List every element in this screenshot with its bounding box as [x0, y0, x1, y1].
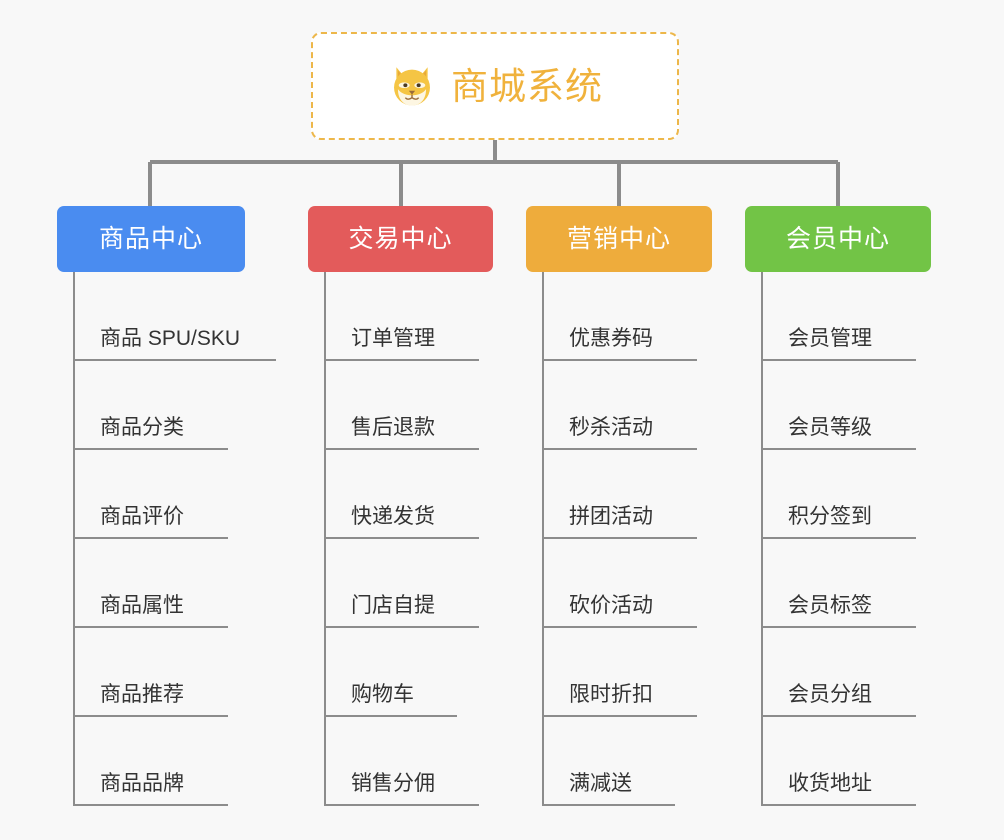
leaf-item[interactable]: 会员等级	[761, 361, 1001, 450]
category-label: 商品中心	[98, 224, 203, 253]
leaf-item[interactable]: 商品推荐	[73, 628, 313, 717]
leaf-item-label: 快递发货	[351, 505, 435, 528]
leaf-item[interactable]: 商品分类	[73, 361, 313, 450]
leaf-item-underline	[761, 448, 916, 450]
leaf-item[interactable]: 砍价活动	[542, 539, 782, 628]
leaf-item-underline	[73, 626, 228, 628]
leaf-item[interactable]: 商品 SPU/SKU	[73, 272, 313, 361]
leaf-item-underline	[324, 359, 479, 361]
leaf-item[interactable]: 订单管理	[324, 272, 564, 361]
leaf-item[interactable]: 秒杀活动	[542, 361, 782, 450]
leaf-item[interactable]: 快递发货	[324, 450, 564, 539]
leaf-item-label: 会员管理	[788, 327, 872, 350]
category-box-4[interactable]: 会员中心	[745, 206, 931, 272]
leaf-item-underline	[542, 448, 697, 450]
leaf-item-label: 商品分类	[100, 416, 184, 439]
leaf-item-label: 优惠券码	[569, 327, 653, 350]
column-spine	[324, 272, 326, 806]
leaf-item-label: 售后退款	[351, 416, 435, 439]
leaf-item-underline	[761, 537, 916, 539]
leaf-item-label: 订单管理	[351, 327, 435, 350]
leaf-item-label: 商品 SPU/SKU	[100, 327, 241, 350]
leaf-item[interactable]: 商品品牌	[73, 717, 313, 806]
leaf-item-label: 积分签到	[788, 505, 872, 528]
leaf-column-2: 订单管理售后退款快递发货门店自提购物车销售分佣	[324, 272, 564, 806]
leaf-item-underline	[324, 626, 479, 628]
leaf-item[interactable]: 门店自提	[324, 539, 564, 628]
leaf-item-label: 购物车	[351, 683, 414, 706]
leaf-item-label: 门店自提	[351, 594, 435, 617]
column-spine	[761, 272, 763, 806]
leaf-item[interactable]: 购物车	[324, 628, 564, 717]
leaf-item-label: 满减送	[569, 772, 632, 795]
leaf-item-underline	[761, 359, 916, 361]
category-box-2[interactable]: 交易中心	[308, 206, 493, 272]
leaf-column-1: 商品 SPU/SKU 商品分类商品评价商品属性商品推荐商品品牌	[73, 272, 313, 806]
shiba-dog-icon	[394, 67, 430, 107]
leaf-item-label: 收货地址	[788, 772, 872, 795]
leaf-item-label: 秒杀活动	[569, 416, 653, 439]
leaf-item-underline	[542, 626, 697, 628]
leaf-item-underline	[761, 715, 916, 717]
leaf-item-label: 会员分组	[788, 683, 872, 706]
leaf-item[interactable]: 收货地址	[761, 717, 1001, 806]
category-box-3[interactable]: 营销中心	[526, 206, 712, 272]
leaf-item-label: 砍价活动	[569, 594, 653, 617]
leaf-item[interactable]: 商品评价	[73, 450, 313, 539]
leaf-item-underline	[324, 804, 479, 806]
leaf-column-3: 优惠券码秒杀活动拼团活动砍价活动限时折扣满减送	[542, 272, 782, 806]
leaf-item-underline	[542, 715, 697, 717]
leaf-item-label: 销售分佣	[351, 772, 435, 795]
leaf-item[interactable]: 会员分组	[761, 628, 1001, 717]
leaf-item-underline	[542, 804, 675, 806]
category-label: 会员中心	[785, 224, 890, 253]
leaf-item-underline	[542, 537, 697, 539]
leaf-item-underline	[761, 804, 916, 806]
leaf-item-underline	[324, 537, 479, 539]
leaf-item-underline	[73, 715, 228, 717]
leaf-item[interactable]: 优惠券码	[542, 272, 782, 361]
root-node-card[interactable]: 商城系统	[311, 32, 679, 140]
leaf-item-underline	[73, 359, 276, 361]
leaf-item[interactable]: 销售分佣	[324, 717, 564, 806]
category-label: 交易中心	[348, 224, 453, 253]
leaf-item-underline	[73, 448, 228, 450]
leaf-item-underline	[542, 359, 697, 361]
leaf-item[interactable]: 拼团活动	[542, 450, 782, 539]
leaf-item-underline	[324, 448, 479, 450]
leaf-item-underline	[324, 715, 457, 717]
leaf-item-label: 商品属性	[100, 594, 184, 617]
column-spine	[542, 272, 544, 806]
leaf-item-label: 限时折扣	[569, 683, 653, 706]
leaf-item-underline	[73, 537, 228, 539]
leaf-item-label: 会员等级	[788, 416, 872, 439]
leaf-item[interactable]: 会员标签	[761, 539, 1001, 628]
leaf-item-underline	[761, 626, 916, 628]
leaf-item-label: 商品推荐	[100, 683, 184, 706]
leaf-column-4: 会员管理会员等级积分签到会员标签会员分组收货地址	[761, 272, 1001, 806]
leaf-item[interactable]: 会员管理	[761, 272, 1001, 361]
leaf-item-underline	[73, 804, 228, 806]
leaf-item-label: 拼团活动	[569, 505, 653, 528]
root-title: 商城系统	[451, 65, 603, 107]
leaf-item-label: 商品评价	[100, 505, 184, 528]
category-label: 营销中心	[566, 224, 671, 253]
column-spine	[73, 272, 75, 806]
leaf-item[interactable]: 满减送	[542, 717, 782, 806]
leaf-item[interactable]: 商品属性	[73, 539, 313, 628]
leaf-item-label: 会员标签	[788, 594, 872, 617]
category-box-1[interactable]: 商品中心	[57, 206, 245, 272]
leaf-item-label: 商品品牌	[100, 772, 184, 795]
leaf-item[interactable]: 售后退款	[324, 361, 564, 450]
leaf-item[interactable]: 限时折扣	[542, 628, 782, 717]
leaf-item[interactable]: 积分签到	[761, 450, 1001, 539]
